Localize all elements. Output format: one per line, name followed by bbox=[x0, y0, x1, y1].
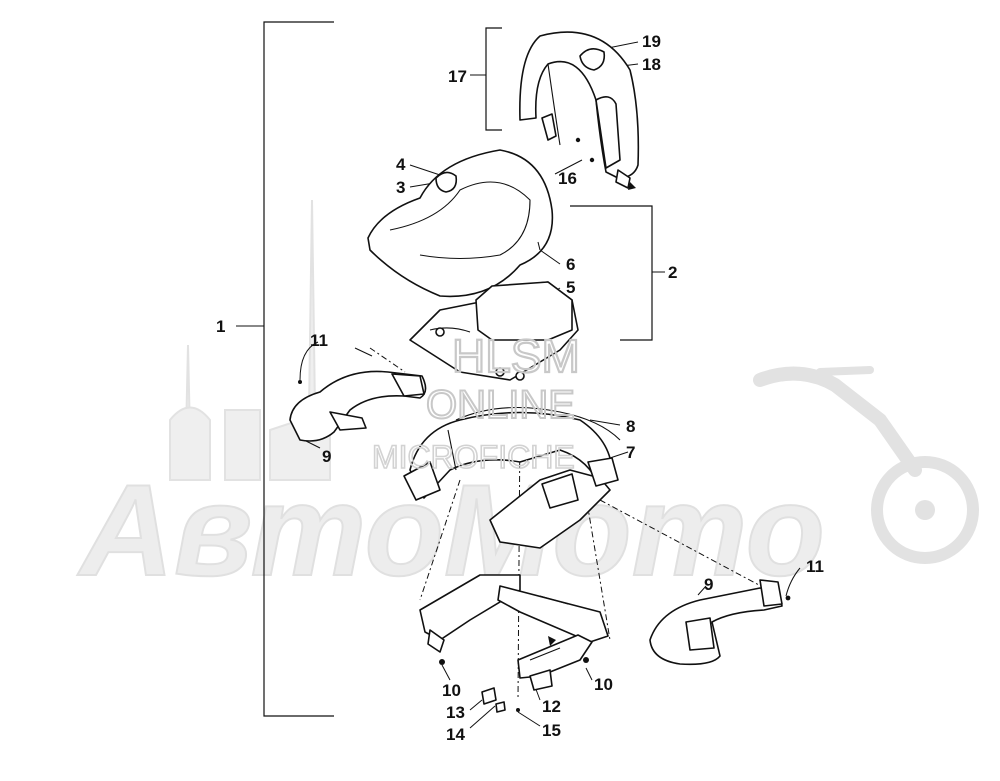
assembly-line bbox=[369, 347, 406, 373]
rear-rack bbox=[403, 406, 621, 549]
watermark-dome bbox=[169, 406, 211, 481]
assembly-line bbox=[584, 489, 611, 641]
watermark-brand: АвтоМото bbox=[77, 457, 825, 603]
callout-17: 17 bbox=[448, 67, 467, 86]
callout-12: 12 bbox=[542, 697, 561, 716]
callout-14: 14 bbox=[446, 725, 465, 744]
callout-18: 18 bbox=[642, 55, 661, 74]
bracket-1 bbox=[263, 21, 334, 717]
mounting-frame bbox=[419, 574, 609, 691]
callout-9-left: 9 bbox=[322, 447, 331, 466]
leader-lines bbox=[236, 21, 801, 729]
callout-10-right: 10 bbox=[594, 675, 613, 694]
callout-15: 15 bbox=[542, 721, 561, 740]
seat-assembly bbox=[367, 149, 554, 298]
grab-handle-left bbox=[289, 347, 427, 442]
watermark-graphic: АвтоМото bbox=[76, 199, 979, 604]
callout-5: 5 bbox=[566, 278, 575, 297]
callout-8: 8 bbox=[626, 417, 635, 436]
watermark-motorcycle bbox=[753, 366, 979, 564]
watermark-online: ONLINE bbox=[426, 383, 575, 427]
callout-11-left: 11 bbox=[310, 331, 328, 350]
callout-19: 19 bbox=[642, 32, 661, 51]
grab-handle-right bbox=[649, 579, 791, 666]
hardware bbox=[481, 687, 520, 713]
callout-13: 13 bbox=[446, 703, 465, 722]
callout-9-right: 9 bbox=[704, 575, 713, 594]
callout-1: 1 bbox=[216, 317, 225, 336]
callout-3: 3 bbox=[396, 178, 405, 197]
assembly-line bbox=[517, 419, 521, 701]
seat-base bbox=[409, 281, 579, 381]
emblem-19 bbox=[579, 48, 606, 71]
watermark-text: HLSM ONLINE MICROFICHE bbox=[371, 329, 581, 476]
callout-2: 2 bbox=[668, 263, 677, 282]
assembly-line bbox=[599, 499, 773, 593]
callout-11-right: 11 bbox=[806, 557, 824, 576]
emblem-4 bbox=[435, 171, 458, 193]
backrest-assembly bbox=[519, 31, 640, 190]
watermark-microfiche: MICROFICHE bbox=[372, 439, 575, 475]
callout-10-left: 10 bbox=[442, 681, 461, 700]
watermark-hlsm: HLSM bbox=[452, 330, 580, 382]
callout-4: 4 bbox=[396, 155, 406, 174]
callout-7: 7 bbox=[626, 443, 635, 462]
callout-16: 16 bbox=[558, 169, 577, 188]
watermark-building bbox=[224, 409, 261, 481]
callouts: 1 2 3 4 5 6 7 8 9 9 10 10 11 11 12 13 14… bbox=[216, 32, 824, 744]
callout-6: 6 bbox=[566, 255, 575, 274]
bracket-17 bbox=[485, 27, 502, 131]
bracket-2 bbox=[570, 205, 653, 341]
